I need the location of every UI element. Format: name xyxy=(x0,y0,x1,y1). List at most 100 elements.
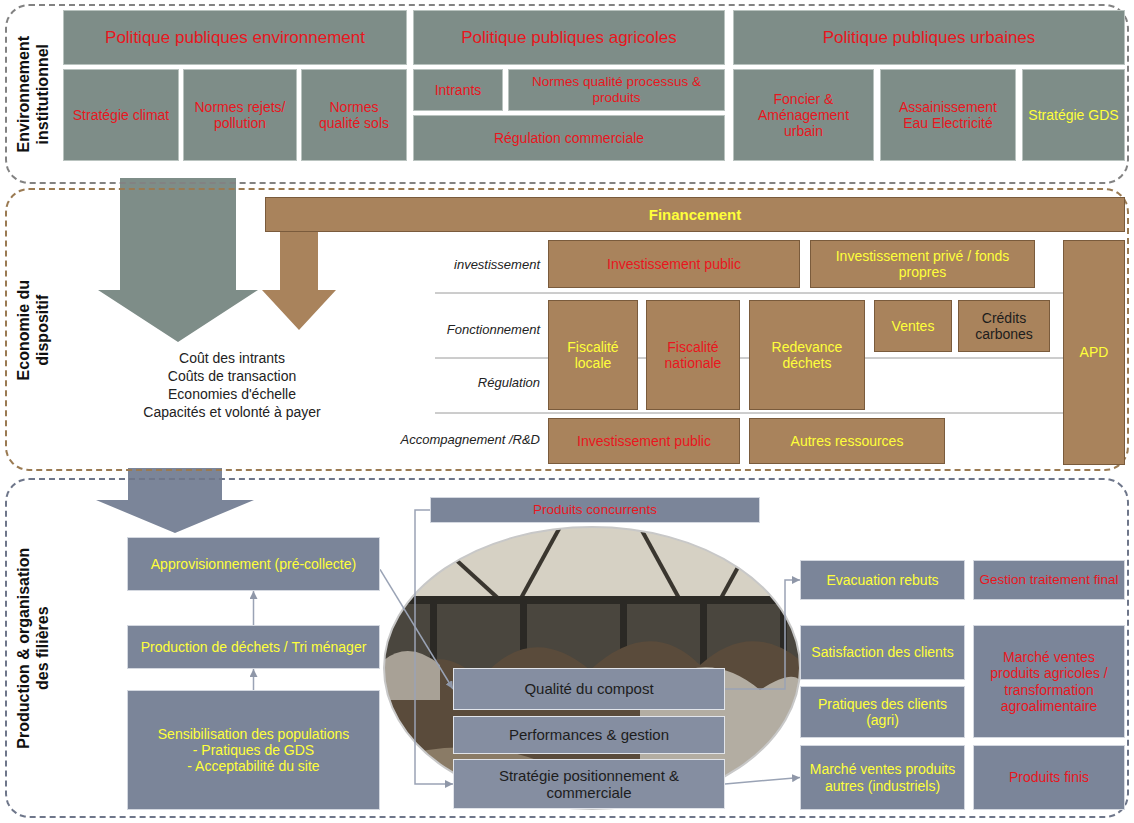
box-label: Investissement privé / fonds propres xyxy=(816,248,1029,280)
row-label: Accompagnement /R&D xyxy=(370,432,540,448)
box-label: Redevance déchets xyxy=(755,339,859,371)
row-label: Fonctionnement xyxy=(400,322,540,338)
connector-arrow xyxy=(725,580,800,689)
box-label: Gestion traitement final xyxy=(979,572,1119,588)
box-label: Marché ventes produits agricoles / trans… xyxy=(979,649,1119,713)
policy-box: Normes rejets/ pollution xyxy=(183,69,297,161)
box-label: APD xyxy=(1069,344,1119,360)
box-label: Normes rejets/ pollution xyxy=(189,99,291,131)
cost-note: Capacités et volonté à payer xyxy=(97,404,367,421)
funding-box: Fiscalité locale xyxy=(548,300,638,410)
policy-box: Politique publiques environnement xyxy=(63,10,407,65)
box-label: Approvisionnement (pré-collecte) xyxy=(133,556,374,572)
region-title: Environnement institutionnel xyxy=(14,9,52,179)
connector-arrow xyxy=(253,669,255,690)
connector-arrow xyxy=(380,569,453,689)
funding-box: Crédits carbones xyxy=(958,300,1050,352)
region-band: Economie du dispositif FinancementInvesti… xyxy=(5,188,1129,471)
photo-ground xyxy=(384,527,800,809)
process-box: Pratiques des clients (agri) xyxy=(800,686,965,738)
box-label: Qualité du compost xyxy=(459,680,719,697)
box-label: Investissement public xyxy=(554,433,734,449)
box-label: Investissement public xyxy=(554,256,794,272)
photo-truss xyxy=(520,527,560,600)
funding-box: APD xyxy=(1063,240,1125,465)
cost-note: Coûts de transaction xyxy=(97,368,367,385)
photo-frame xyxy=(384,527,800,809)
box-label: - Pratiques de GDS xyxy=(133,742,374,758)
box-label: Stratégie climat xyxy=(69,107,173,123)
funding-box: Financement xyxy=(265,197,1125,232)
region-title: Economie du dispositif xyxy=(14,270,52,390)
row-label: Régulation xyxy=(400,375,540,391)
box-label: Foncier & Aménagement urbain xyxy=(739,91,868,139)
region-title: Production & organisation des filières xyxy=(14,538,52,758)
region-band: Environnement institutionnel Politique pu… xyxy=(5,4,1129,184)
region-band: Production & organisation des filièresPr… xyxy=(5,478,1129,818)
influence-arrow xyxy=(98,178,258,342)
cost-note: Economies d'échelle xyxy=(97,386,367,403)
policy-box: Foncier & Aménagement urbain xyxy=(733,69,874,161)
process-box: Satisfaction des clients xyxy=(800,625,965,680)
policy-box: Stratégie GDS xyxy=(1022,69,1125,161)
funding-box: Autres ressources xyxy=(749,418,945,464)
policy-box: Politique publiques agricoles xyxy=(413,10,725,65)
photo-truss xyxy=(420,527,500,600)
process-box: Produits concurrents xyxy=(430,497,760,523)
funding-box: Investissement privé / fonds propres xyxy=(810,240,1035,288)
compost-photo xyxy=(384,527,800,809)
box-label: Régulation commerciale xyxy=(419,130,719,146)
box-label: Sensibilisation des populations xyxy=(133,726,374,742)
policy-box: Politique publiques urbaines xyxy=(733,10,1125,65)
cost-note: Coût des intrants xyxy=(97,350,367,367)
connector-arrow xyxy=(253,591,255,625)
box-label: Stratégie positionnement & commerciale xyxy=(459,767,719,802)
policy-box: Stratégie climat xyxy=(63,69,179,161)
box-label: Stratégie GDS xyxy=(1028,107,1119,123)
process-box: Sensibilisation des populations- Pratiqu… xyxy=(127,690,380,810)
box-label: Politique publiques urbaines xyxy=(739,28,1119,48)
process-box: Evacuation rebuts xyxy=(800,560,965,600)
box-label: Financement xyxy=(271,206,1119,223)
box-label: Politique publiques environnement xyxy=(69,28,401,48)
policy-box: Intrants xyxy=(413,69,503,111)
policy-box: Normes qualité processus & produits xyxy=(508,69,725,111)
box-label: Assainissement Eau Electricité xyxy=(886,99,1010,131)
box-label: Normes qualité sols xyxy=(307,99,401,131)
box-label: Autres ressources xyxy=(755,433,939,449)
process-box: Produits finis xyxy=(973,745,1125,810)
box-label: Marché ventes produits autres (industrie… xyxy=(806,761,959,793)
funding-box: Redevance déchets xyxy=(749,300,865,410)
process-box: Marché ventes produits autres (industrie… xyxy=(800,745,965,810)
funding-box: Ventes xyxy=(874,300,952,352)
photo-beam xyxy=(384,596,800,604)
photo-pile xyxy=(384,651,440,700)
process-box: Marché ventes produits agricoles / trans… xyxy=(973,625,1125,738)
box-label: Ventes xyxy=(880,318,946,334)
box-label: Intrants xyxy=(419,82,497,98)
box-label: Normes qualité processus & produits xyxy=(514,74,719,105)
policy-box: Normes qualité sols xyxy=(301,69,407,161)
funding-box: Fiscalité nationale xyxy=(646,300,740,410)
connector-arrow xyxy=(415,510,453,784)
box-label: Politique publiques agricoles xyxy=(419,28,719,48)
connector-arrow xyxy=(725,778,800,785)
box-label: Produits finis xyxy=(979,769,1119,785)
row-label: investissement xyxy=(400,257,540,273)
box-label: Fiscalité nationale xyxy=(652,339,734,371)
funding-arrow xyxy=(262,232,336,330)
box-label: - Acceptabilité du site xyxy=(133,758,374,774)
box-label: Satisfaction des clients xyxy=(806,644,959,660)
funding-box: Investissement public xyxy=(548,418,740,464)
row-separator xyxy=(435,413,1063,414)
box-label: Performances & gestion xyxy=(459,726,719,743)
policy-box: Assainissement Eau Electricité xyxy=(880,69,1016,161)
process-box: Qualité du compost xyxy=(453,668,725,710)
box-label: Crédits carbones xyxy=(964,310,1044,342)
process-box: Gestion traitement final xyxy=(973,560,1125,600)
process-box: Performances & gestion xyxy=(453,716,725,754)
process-box: Stratégie positionnement & commerciale xyxy=(453,759,725,809)
box-label: Produits concurrents xyxy=(436,502,754,518)
box-label: Evacuation rebuts xyxy=(806,572,959,588)
